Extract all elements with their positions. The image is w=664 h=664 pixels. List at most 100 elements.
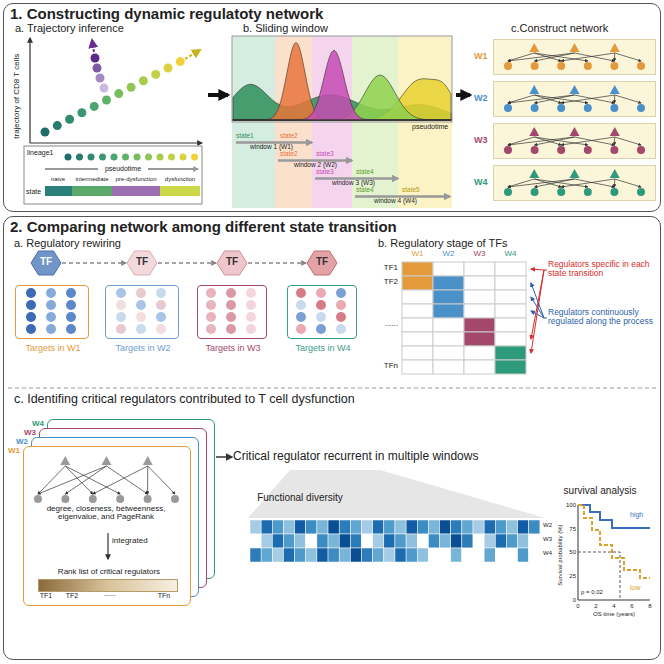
label: 100 xyxy=(560,502,576,508)
stage-cell xyxy=(402,290,433,304)
heatmap-cell xyxy=(373,520,384,534)
target-dot xyxy=(296,300,306,310)
stage-cell xyxy=(464,276,495,290)
tf-triangle xyxy=(570,85,580,94)
heatmap-cell xyxy=(283,548,294,562)
heatmap-cell xyxy=(506,534,517,548)
cell-dot xyxy=(191,154,198,161)
label: ...... xyxy=(368,320,398,328)
target-dot xyxy=(226,288,236,298)
tf-triangle xyxy=(529,169,539,178)
node-text: W4 xyxy=(32,420,44,428)
tf-hexagon: TF xyxy=(127,251,157,275)
label: survival analysis xyxy=(550,486,650,497)
regulation-arrow xyxy=(575,53,615,61)
regulation-arrow xyxy=(508,179,534,187)
regulation-arrow xyxy=(38,466,107,494)
heatmap-cell xyxy=(529,548,540,562)
cell-dot xyxy=(134,154,141,161)
label: ...... xyxy=(95,590,125,597)
label: b. Regulatory stage of TFs xyxy=(378,238,507,250)
axis xyxy=(578,505,650,600)
node-text: TF xyxy=(307,257,337,268)
node-drawing xyxy=(494,40,657,76)
connector xyxy=(62,262,126,264)
target-dot xyxy=(136,288,146,298)
state-block xyxy=(160,186,200,196)
stage-cell xyxy=(495,290,526,304)
stage-cell xyxy=(402,346,433,360)
regulation-arrow xyxy=(534,53,561,61)
cell-dot xyxy=(114,89,123,98)
network-box: W2 xyxy=(493,81,656,117)
cell-dot xyxy=(65,115,74,124)
stage-cell xyxy=(433,360,464,374)
heatmap-cell xyxy=(406,534,417,548)
target-dot xyxy=(246,324,256,334)
label: 6 xyxy=(626,603,638,609)
label: window 3 (W3) xyxy=(332,180,375,187)
label: p = 0.02 xyxy=(581,589,603,595)
target-node xyxy=(610,146,618,154)
target-node xyxy=(557,104,565,112)
label: pre-dysfunction xyxy=(110,176,162,182)
heatmap-cell xyxy=(495,548,506,562)
regulation-arrow xyxy=(614,137,615,145)
bracket-line xyxy=(544,318,547,319)
cell-dot xyxy=(122,154,129,161)
heatmap-cell xyxy=(484,520,495,534)
target-dot xyxy=(316,288,326,298)
heatmap-cell xyxy=(417,534,428,548)
node-text: Targets in W3 xyxy=(191,344,275,353)
regulation-arrow xyxy=(107,466,148,494)
density-frame xyxy=(232,36,452,122)
target-dot xyxy=(336,324,346,334)
regulation-arrow xyxy=(615,53,641,61)
heatmap-cell xyxy=(283,534,294,548)
tf-triangle xyxy=(610,85,620,94)
cell-dot xyxy=(100,84,109,93)
connector xyxy=(216,456,232,458)
heatmap-cell xyxy=(283,520,294,534)
target-dot xyxy=(116,312,126,322)
heatmap-cell xyxy=(428,520,439,534)
target-node xyxy=(557,146,565,154)
state-block xyxy=(45,186,72,196)
target-dot xyxy=(336,288,346,298)
trajectory-arrow xyxy=(92,40,94,52)
heatmap-cell xyxy=(417,548,428,562)
cell-dot xyxy=(88,154,95,161)
target-dot xyxy=(46,300,56,310)
heatmap-cell xyxy=(384,548,395,562)
label: 4 xyxy=(608,603,620,609)
label: TF2 xyxy=(62,592,82,599)
regulation-arrow xyxy=(615,137,641,145)
heatmap-cell xyxy=(440,548,451,562)
heatmap-cell xyxy=(451,534,462,548)
heatmap-cell xyxy=(462,548,473,562)
node-text: W4 xyxy=(474,178,488,187)
node-text: W3 xyxy=(24,429,36,437)
bracket-line xyxy=(531,269,544,270)
target-dot xyxy=(316,312,326,322)
heatmap-cell xyxy=(328,520,339,534)
heatmap-cell xyxy=(462,534,473,548)
heatmap-cell xyxy=(306,548,317,562)
axis xyxy=(232,120,452,121)
cell-dot xyxy=(151,70,160,79)
target-node xyxy=(610,188,618,196)
heatmap-cell xyxy=(272,548,283,562)
critical-regulator-box: Critical regulator recurrent in multiple… xyxy=(233,449,533,467)
trajectory-arrow xyxy=(185,50,200,59)
survival-curve xyxy=(578,505,650,578)
label: W1 xyxy=(403,250,433,258)
node-drawing xyxy=(494,82,657,118)
heatmap-cell xyxy=(350,534,361,548)
tf-triangle xyxy=(60,456,70,465)
stage-cell xyxy=(495,346,526,360)
target-node xyxy=(584,104,592,112)
subpanel: c.Construct networkW1W2W3W4 xyxy=(471,23,659,209)
heatmap-cell xyxy=(272,534,283,548)
regulation-arrow xyxy=(508,95,534,103)
target-node xyxy=(504,146,512,154)
